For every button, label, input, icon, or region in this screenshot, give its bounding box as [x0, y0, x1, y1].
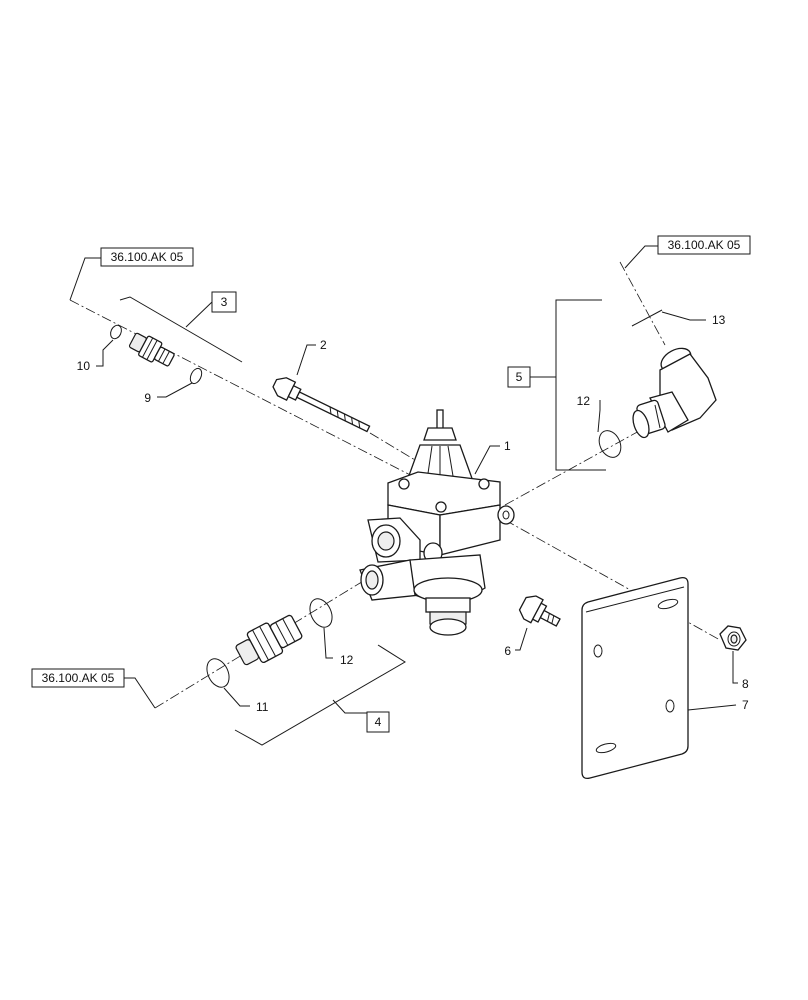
- mounting-plate-7[interactable]: [581, 576, 689, 780]
- callout-10: 10: [77, 359, 91, 373]
- reference-top-left[interactable]: 36.100.AK 05: [69, 247, 194, 301]
- axis-upper-right: [504, 424, 651, 506]
- callout-2: 2: [320, 338, 327, 352]
- callout-13: 13: [712, 313, 726, 327]
- assembly-3-label: 3: [221, 295, 228, 309]
- hex-nut-8[interactable]: [719, 625, 747, 651]
- callout-8: 8: [742, 677, 749, 691]
- straight-fitting-4[interactable]: [232, 611, 304, 671]
- axis-upper-left: [69, 299, 421, 481]
- assembly-5-bracket: 5: [507, 299, 606, 471]
- assembly-4-label: 4: [375, 715, 382, 729]
- reference-label: 36.100.AK 05: [42, 671, 115, 685]
- callout-1: 1: [504, 439, 511, 453]
- elbow-fitting-5[interactable]: [630, 344, 717, 440]
- reference-label: 36.100.AK 05: [668, 238, 741, 252]
- callout-11: 11: [256, 700, 269, 714]
- o-ring-10[interactable]: [109, 324, 124, 341]
- o-ring-12-upper[interactable]: [595, 427, 625, 461]
- reference-bottom-left[interactable]: 36.100.AK 05: [31, 668, 156, 709]
- callout-9: 9: [144, 391, 151, 405]
- bolt-2[interactable]: [270, 374, 372, 438]
- callout-6: 6: [504, 644, 511, 658]
- assembly-3-bracket: 3: [119, 291, 243, 363]
- callout-12-lower: 12: [340, 653, 354, 667]
- valve-body-1[interactable]: [359, 409, 515, 636]
- axis-bolt: [369, 432, 416, 461]
- axis-fitting-13: [619, 261, 666, 346]
- screw-6[interactable]: [517, 592, 565, 634]
- seal-13[interactable]: [631, 309, 663, 327]
- reference-top-right[interactable]: 36.100.AK 05: [624, 235, 751, 269]
- straight-fitting-3[interactable]: [127, 330, 176, 370]
- reference-label: 36.100.AK 05: [111, 250, 184, 264]
- o-ring-12-lower[interactable]: [306, 595, 337, 631]
- callout-12-upper: 12: [577, 394, 591, 408]
- o-ring-11[interactable]: [203, 655, 234, 691]
- assembly-4-bracket: 4: [234, 644, 406, 746]
- assembly-5-label: 5: [516, 370, 523, 384]
- callout-7: 7: [742, 698, 749, 712]
- o-ring-9[interactable]: [188, 367, 204, 386]
